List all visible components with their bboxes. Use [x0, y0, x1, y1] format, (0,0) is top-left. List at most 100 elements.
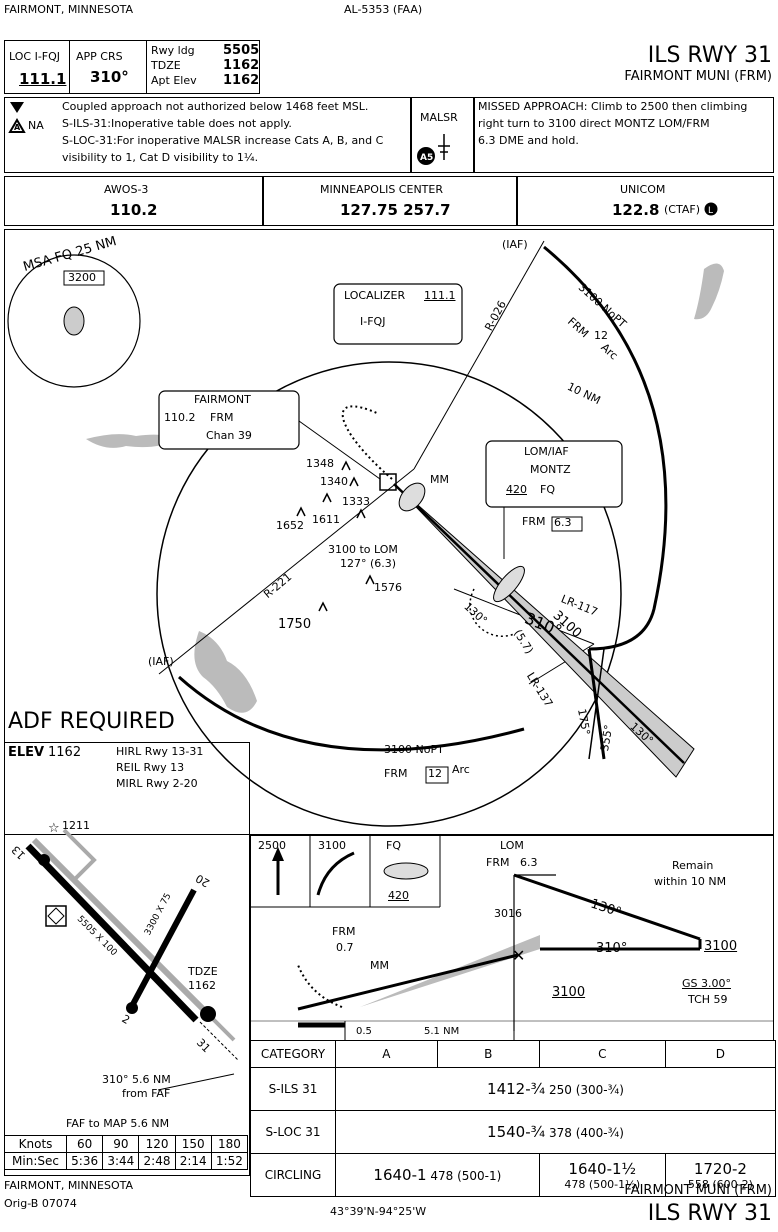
profile-mm: MM — [370, 959, 389, 972]
loc-box: LOC I-FQJ 111.1 — [4, 40, 70, 94]
final-course-line — [393, 483, 685, 764]
circling-ab-main: 1640-1 — [373, 1166, 427, 1184]
profile-frm-label: FRM — [332, 925, 356, 938]
center-label: MINNEAPOLIS CENTER — [320, 183, 443, 196]
profile-fix: FQ — [386, 839, 401, 852]
arc-bot-label: 3100 NoPT — [384, 743, 444, 756]
localizer-box — [333, 283, 463, 345]
missed-line-1: MISSED APPROACH: Climb to 2500 then clim… — [478, 100, 748, 113]
airport-diagram — [4, 742, 250, 1176]
svg-text:A5: A5 — [420, 153, 433, 163]
sils-main: 1412-¾ — [487, 1080, 546, 1098]
profile-fix-freq: 420 — [388, 889, 409, 902]
svg-text:L: L — [708, 206, 713, 216]
app-crs-box: APP CRS 310° — [69, 40, 147, 94]
vor-name: FAIRMONT — [194, 393, 251, 406]
lom-name: MONTZ — [530, 463, 571, 476]
rwy-ldg-label: Rwy ldg — [151, 44, 195, 57]
note-line-2: S-ILS-31:Inoperative table does not appl… — [62, 117, 292, 130]
vor-id: FRM — [210, 411, 234, 424]
profile-lom-dme: 6.3 — [520, 856, 538, 869]
lake — [694, 263, 724, 320]
lake — [194, 631, 257, 713]
note-line-3: S-LOC-31:For inoperative MALSR increase … — [62, 134, 384, 147]
profile-gs: GS 3.00° — [682, 977, 731, 990]
minimums-table: CATEGORY A B C D S-ILS 31 1412-¾ 250 (30… — [250, 1040, 777, 1197]
r221-radial — [158, 468, 415, 675]
adf-required: ADF REQUIRED — [8, 709, 175, 734]
malsr-label: MALSR — [420, 111, 458, 124]
faf-note-2: from FAF — [122, 1087, 171, 1100]
obstacles — [296, 460, 375, 612]
na-label: NA — [28, 119, 44, 132]
unicom-freq: 122.8 — [612, 201, 660, 219]
msa-circle — [7, 254, 141, 388]
rwy-info-box: Rwy ldg 5505 TDZE 1162 Apt Elev 1162 — [146, 40, 260, 94]
profile-tch: TCH 59 — [688, 993, 728, 1006]
airport-drawing: ☆ — [25, 821, 239, 1091]
comms-box — [4, 176, 774, 226]
plan-view — [4, 229, 774, 835]
knots-cell: 90 — [102, 1135, 140, 1153]
footer-coords: 43°39'N-94°25'W — [330, 1205, 427, 1218]
elev-label: ELEV — [8, 745, 45, 760]
knots-cell: 180 — [210, 1135, 249, 1153]
elev: 1162 — [48, 745, 82, 760]
r026-radial — [413, 240, 545, 470]
circling-c-main: 1640-1½ — [568, 1159, 637, 1178]
header-location: FAIRMONT, MINNESOTA — [4, 3, 133, 16]
cat-a-header: A — [335, 1040, 438, 1068]
sloc-main: 1540-¾ — [487, 1123, 546, 1141]
vor-chan: Chan 39 — [206, 429, 252, 442]
profile-dist-2: 5.1 NM — [424, 1026, 460, 1037]
malsr-icon: A5 — [417, 134, 450, 165]
circling-ab-sub: 478 (500-1) — [430, 1169, 502, 1183]
msa-alt: 3200 — [68, 271, 96, 284]
circling-c-sub: 478 (500-1½) — [564, 1177, 641, 1191]
ctaf-l-icon: L — [704, 202, 718, 216]
time-cell: 1:52 — [210, 1152, 249, 1170]
airport-obstacle: 1211 — [62, 819, 90, 832]
frm-dme: 6.3 — [554, 516, 572, 529]
time-cell: 5:36 — [66, 1152, 104, 1170]
profile-climb: 2500 — [258, 839, 286, 852]
profile-turn: 3100 — [318, 839, 346, 852]
profile-dist-1: 0.5 — [356, 1026, 372, 1037]
app-crs: 310° — [90, 68, 129, 86]
hold-outbound — [588, 648, 605, 760]
lom-title: LOM/IAF — [524, 445, 569, 458]
ten-nm-circle — [156, 361, 622, 827]
sloc-sub: 378 (400-¾) — [549, 1126, 624, 1140]
obstacle-elev: 1750 — [278, 617, 312, 632]
arc-12-dme-bottom — [177, 675, 525, 752]
circling-d-main: 1720-2 — [693, 1159, 747, 1178]
lom-freq: 420 — [506, 483, 527, 496]
unicom-label: UNICOM — [620, 183, 666, 196]
divider — [473, 97, 475, 173]
footer-title: ILS RWY 31 — [647, 1201, 772, 1226]
iaf-top: (IAF) — [502, 238, 528, 251]
remain-1: Remain — [672, 859, 714, 872]
sloc-label: S-LOC 31 — [250, 1110, 336, 1154]
runway-13-31 — [25, 843, 199, 1023]
arc-bot-word: Arc — [452, 763, 470, 776]
arc-bot-frm: FRM — [384, 767, 408, 780]
tdze: 1162 — [223, 58, 260, 73]
vor-box — [158, 390, 300, 450]
circling-ab: 1640-1 478 (500-1) — [335, 1153, 540, 1197]
remain-2: within 10 NM — [654, 875, 727, 888]
iaf-left: (IAF) — [148, 655, 174, 668]
sloc-value: 1540-¾ 378 (400-¾) — [335, 1110, 776, 1154]
notes-box — [4, 97, 774, 173]
cat-d-header: D — [664, 1040, 777, 1068]
profile-alt-intercept: 3100 — [552, 985, 586, 1000]
obstacle-elev: 1333 — [342, 495, 370, 508]
footer-location: FAIRMONT, MINNESOTA — [4, 1179, 133, 1192]
missed-line-3: 6.3 DME and hold. — [478, 134, 579, 147]
minsec-label: Min:Sec — [3, 1152, 68, 1170]
knots-label: Knots — [3, 1135, 68, 1153]
divider — [516, 176, 518, 226]
tdze-label: TDZE — [151, 59, 181, 72]
profile-lom: LOM — [500, 839, 524, 852]
note-line-1: Coupled approach not authorized below 14… — [62, 100, 369, 113]
